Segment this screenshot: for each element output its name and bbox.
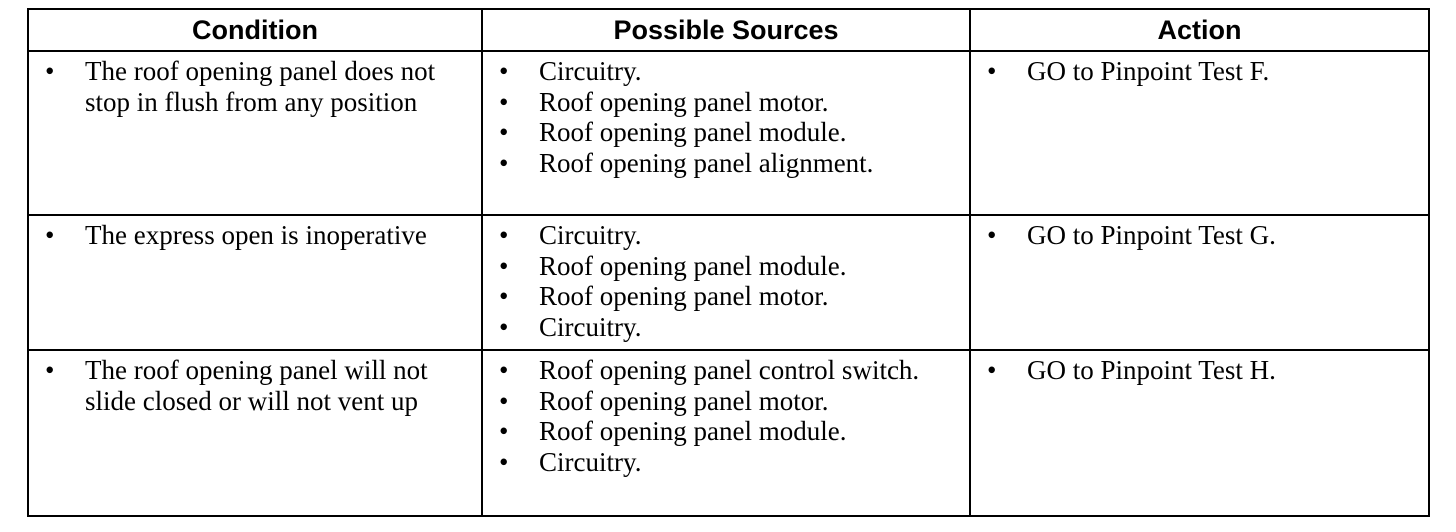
action-cell: • GO to Pinpoint Test H.	[969, 349, 1430, 517]
condition-text: The roof opening panel will not slide cl…	[85, 355, 428, 416]
diagnostic-table: Condition Possible Sources Action • The r…	[27, 8, 1430, 517]
action-item: • GO to Pinpoint Test F.	[977, 56, 1422, 87]
bullet-icon: •	[499, 446, 509, 477]
condition-item: • The express open is inoperative	[35, 220, 475, 251]
source-item: • Roof opening panel module.	[489, 251, 963, 282]
sources-cell: • Roof opening panel control switch. • Roo…	[481, 349, 971, 517]
source-item: • Circuitry.	[489, 447, 963, 478]
header-possible-sources: Possible Sources	[481, 8, 971, 52]
source-item: • Roof opening panel control switch.	[489, 355, 963, 386]
table-row: • The roof opening panel does not stop in…	[27, 50, 1430, 216]
source-text: Roof opening panel control switch.	[539, 355, 920, 385]
source-item: • Roof opening panel motor.	[489, 386, 963, 417]
condition-item: • The roof opening panel does not stop in…	[35, 56, 475, 117]
source-text: Roof opening panel module.	[539, 250, 847, 281]
source-text: Roof opening panel motor.	[539, 385, 829, 416]
source-item: • Circuitry.	[489, 220, 963, 251]
action-cell: • GO to Pinpoint Test F.	[969, 50, 1430, 216]
source-item: • Circuitry.	[489, 312, 963, 343]
bullet-icon: •	[987, 355, 997, 385]
source-item: • Roof opening panel motor.	[489, 281, 963, 312]
condition-text: The express open is inoperative	[85, 220, 427, 250]
source-text: Roof opening panel motor.	[539, 281, 829, 311]
bullet-icon: •	[499, 355, 509, 385]
source-text: Roof opening panel motor.	[539, 86, 829, 117]
bullet-icon: •	[499, 416, 509, 446]
table-row: • The express open is inoperative • Circui…	[27, 214, 1430, 351]
source-text: Circuitry.	[539, 446, 642, 477]
source-text: Roof opening panel module.	[539, 117, 847, 147]
table-row: • The roof opening panel will not slide c…	[27, 349, 1430, 517]
bullet-icon: •	[499, 385, 509, 416]
source-text: Roof opening panel alignment.	[539, 147, 874, 178]
bullet-icon: •	[987, 220, 997, 250]
action-text: GO to Pinpoint Test G.	[1027, 220, 1276, 250]
condition-cell: • The roof opening panel will not slide c…	[27, 349, 483, 517]
bullet-icon: •	[45, 355, 55, 385]
source-item: • Roof opening panel module.	[489, 117, 963, 148]
source-item: • Roof opening panel alignment.	[489, 148, 963, 179]
source-item: • Circuitry.	[489, 56, 963, 87]
action-text: GO to Pinpoint Test H.	[1027, 355, 1276, 385]
bullet-icon: •	[45, 56, 55, 86]
header-condition: Condition	[27, 8, 483, 52]
condition-item: • The roof opening panel will not slide c…	[35, 355, 475, 416]
source-item: • Roof opening panel motor.	[489, 87, 963, 118]
action-item: • GO to Pinpoint Test H.	[977, 355, 1422, 386]
bullet-icon: •	[987, 56, 997, 86]
action-text: GO to Pinpoint Test F.	[1027, 56, 1270, 86]
source-item: • Roof opening panel module.	[489, 416, 963, 447]
bullet-icon: •	[45, 220, 55, 250]
condition-text: The roof opening panel does not stop in …	[85, 56, 436, 117]
bullet-icon: •	[499, 311, 509, 342]
bullet-icon: •	[499, 250, 509, 281]
bullet-icon: •	[499, 117, 509, 147]
source-text: Circuitry.	[539, 220, 642, 250]
header-action: Action	[969, 8, 1430, 52]
bullet-icon: •	[499, 220, 509, 250]
action-cell: • GO to Pinpoint Test G.	[969, 214, 1430, 351]
bullet-icon: •	[499, 56, 509, 86]
source-text: Roof opening panel module.	[539, 416, 847, 446]
header-row: Condition Possible Sources Action	[27, 8, 1430, 52]
condition-cell: • The roof opening panel does not stop in…	[27, 50, 483, 216]
sources-cell: •Circuitry. •Roof opening panel module. …	[481, 214, 971, 351]
sources-cell: • Circuitry. • Roof opening panel motor. •…	[481, 50, 971, 216]
bullet-icon: •	[499, 281, 509, 311]
action-item: • GO to Pinpoint Test G.	[977, 220, 1422, 251]
source-text: Circuitry.	[539, 311, 642, 342]
condition-cell: • The express open is inoperative	[27, 214, 483, 351]
source-text: Circuitry.	[539, 56, 642, 86]
bullet-icon: •	[499, 147, 509, 178]
bullet-icon: •	[499, 86, 509, 117]
